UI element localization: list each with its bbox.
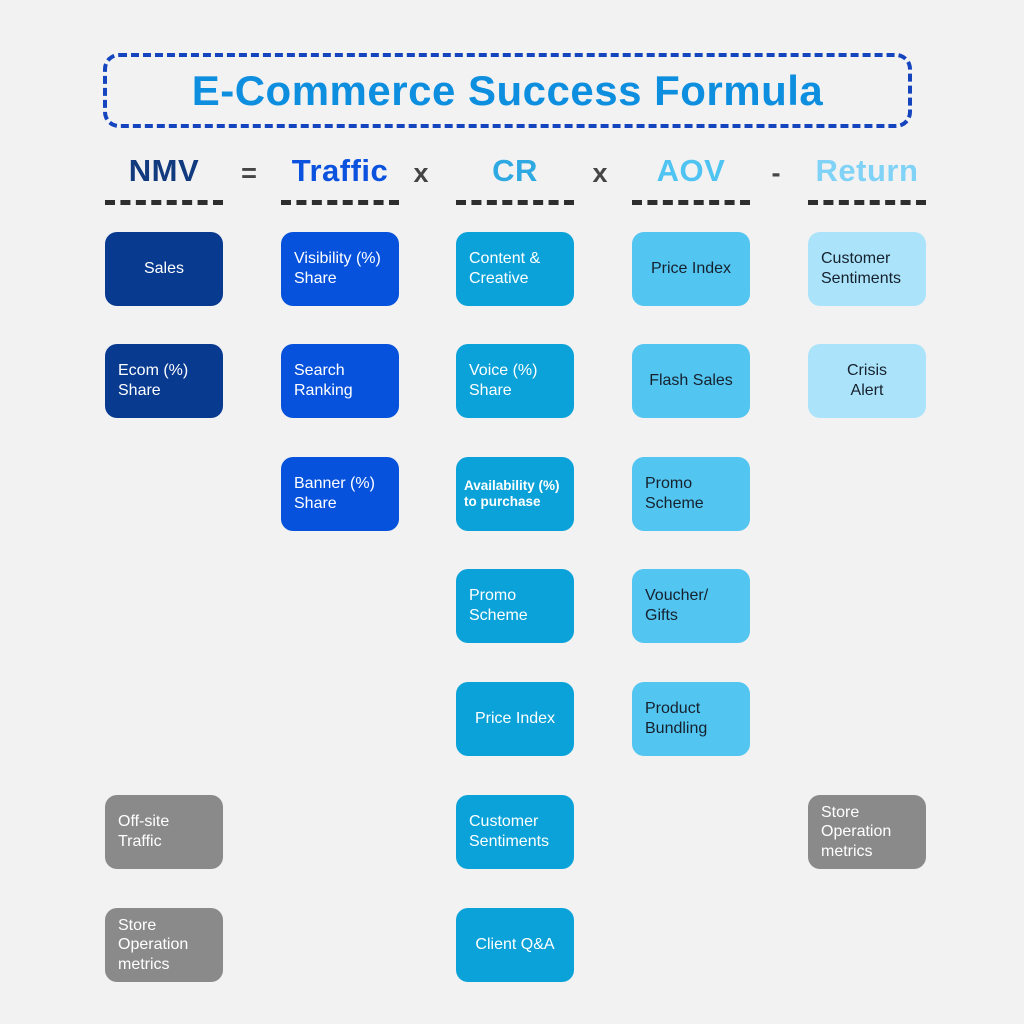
box-cr-voice-share: Voice (%) Share: [456, 344, 574, 418]
header-underline-return: [808, 200, 926, 205]
column-header-nmv: NMV: [128, 153, 200, 188]
column-header-return: Return: [815, 153, 919, 188]
box-traffic-banner-share: Banner (%) Share: [281, 457, 399, 531]
box-return-crisis-alert: Crisis Alert: [808, 344, 926, 418]
box-cr-customer-sentiments: Customer Sentiments: [456, 795, 574, 869]
box-aov-product-bundling: Product Bundling: [632, 682, 750, 756]
box-nmv-sales: Sales: [105, 232, 223, 306]
box-cr-promo-scheme: Promo Scheme: [456, 569, 574, 643]
box-nmv-ecom-share: Ecom (%) Share: [105, 344, 223, 418]
title-box: E-Commerce Success Formula: [103, 53, 912, 128]
column-header-aov: AOV: [656, 153, 726, 188]
page-title: E-Commerce Success Formula: [191, 66, 824, 114]
box-aov-promo-scheme: Promo Scheme: [632, 457, 750, 531]
formula-operator-4: -: [771, 158, 781, 188]
box-aov-voucher-gifts: Voucher/ Gifts: [632, 569, 750, 643]
header-underline-traffic: [281, 200, 399, 205]
box-traffic-search-ranking: Search Ranking: [281, 344, 399, 418]
box-nmv-off-site-traffic: Off-site Traffic: [105, 795, 223, 869]
box-traffic-visibility-share: Visibility (%) Share: [281, 232, 399, 306]
box-cr-availability-to-purchase: Availability (%) to purchase: [456, 457, 574, 531]
box-return-store-operation-metrics: Store Operation metrics: [808, 795, 926, 869]
box-return-customer-sentiments: Customer Sentiments: [808, 232, 926, 306]
formula-operator-1: =: [241, 158, 257, 188]
box-nmv-store-operation-metrics: Store Operation metrics: [105, 908, 223, 982]
box-aov-price-index: Price Index: [632, 232, 750, 306]
box-cr-price-index: Price Index: [456, 682, 574, 756]
box-cr-content-creative: Content & Creative: [456, 232, 574, 306]
column-header-cr: CR: [492, 153, 538, 188]
formula-operator-2: x: [413, 158, 429, 188]
box-cr-client-q-a: Client Q&A: [456, 908, 574, 982]
header-underline-aov: [632, 200, 750, 205]
header-underline-nmv: [105, 200, 223, 205]
formula-operator-3: x: [592, 158, 608, 188]
column-header-traffic: Traffic: [291, 153, 389, 188]
header-underline-cr: [456, 200, 574, 205]
box-aov-flash-sales: Flash Sales: [632, 344, 750, 418]
